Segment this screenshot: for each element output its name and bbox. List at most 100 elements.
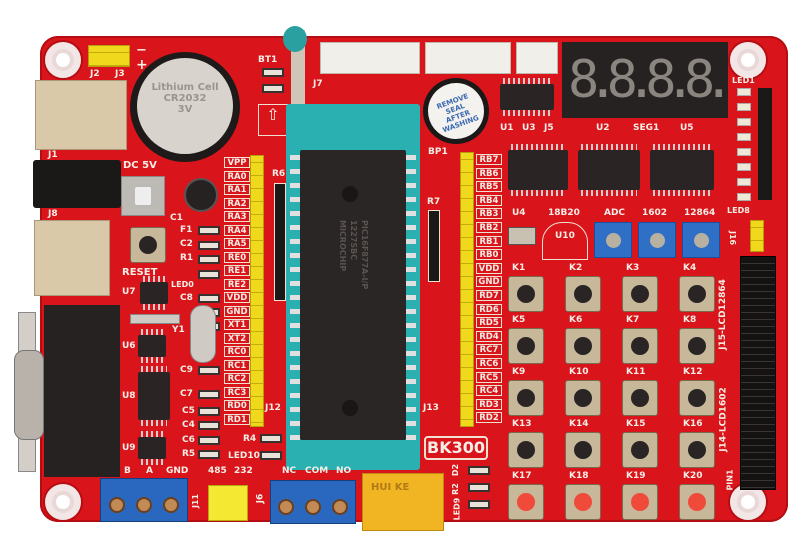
power-header-j2-j3[interactable] — [88, 45, 130, 67]
reset-button[interactable] — [130, 227, 166, 263]
potentiometer-adc[interactable] — [594, 222, 632, 258]
db9-serial-connector[interactable] — [14, 350, 44, 440]
key-label-k1: K1 — [512, 263, 526, 273]
key-k10-button[interactable] — [565, 380, 601, 416]
pin-label-gnd: GND — [476, 276, 502, 288]
zif-lever-knob[interactable] — [283, 26, 307, 52]
potentiometer-1602[interactable] — [638, 222, 676, 258]
label-u6: U6 — [122, 341, 136, 351]
jumper-j16[interactable] — [750, 220, 764, 252]
key-k1-button[interactable] — [508, 276, 544, 312]
smd-component — [262, 84, 284, 93]
label-led9: LED9 — [452, 497, 462, 521]
battery-brand: Lithium Cell — [151, 82, 219, 93]
relay-label: HUI KE — [371, 482, 410, 493]
smd-component — [198, 270, 220, 279]
rs485-terminal-block[interactable] — [100, 478, 188, 522]
connector-j7[interactable] — [320, 42, 420, 74]
lcd-header[interactable] — [740, 256, 776, 490]
relay-terminal-block[interactable] — [270, 480, 356, 524]
label-j8: J8 — [48, 209, 58, 219]
pin-label-xt2: XT2 — [224, 332, 250, 344]
potentiometer-12864[interactable] — [682, 222, 720, 258]
chip-part-number: PIC16F877A-I/P — [360, 220, 369, 290]
label-f1: F1 — [180, 225, 193, 235]
connector-white-3[interactable] — [516, 42, 558, 74]
board-model-label: BK300 — [424, 436, 488, 460]
label-j7: J7 — [313, 79, 323, 89]
key-k12-button[interactable] — [679, 380, 715, 416]
power-switch[interactable] — [121, 176, 165, 216]
key-label-k2: K2 — [569, 263, 583, 273]
key-k11-button[interactable] — [622, 380, 658, 416]
label-r6: R6 — [272, 169, 286, 179]
key-k3-button[interactable] — [622, 276, 658, 312]
rs485-rs232-jumper[interactable] — [208, 485, 248, 521]
key-k14-button[interactable] — [565, 432, 601, 468]
label-com: COM — [305, 466, 329, 476]
key-k6-button[interactable] — [565, 328, 601, 364]
key-k5-button[interactable] — [508, 328, 544, 364]
chip-maker: MICROCHIP — [338, 220, 347, 272]
pin-label-rc6: RC6 — [476, 358, 502, 369]
orientation-arrow-icon: ⇧ — [258, 104, 288, 136]
key-label-k5: K5 — [512, 315, 526, 325]
pin-label-rb2: RB2 — [476, 222, 502, 233]
label-j6: J6 — [255, 493, 266, 504]
header-j12[interactable] — [250, 155, 264, 427]
smd-component — [198, 366, 220, 375]
label-bt1: BT1 — [258, 55, 278, 65]
resistor-network-r7 — [428, 210, 440, 282]
key-k19-button[interactable] — [622, 484, 658, 520]
connector-white-2[interactable] — [425, 42, 511, 74]
key-k13-button[interactable] — [508, 432, 544, 468]
label-adc: ADC — [604, 208, 626, 218]
smd-component — [262, 68, 284, 77]
usb-connector-j1[interactable] — [35, 80, 127, 150]
pin-label-rd3: RD3 — [476, 398, 502, 410]
key-k16-button[interactable] — [679, 432, 715, 468]
ic-u4 — [508, 144, 568, 196]
label-j12: J12 — [265, 403, 281, 413]
label-j13: J13 — [423, 403, 439, 413]
key-label-k20: K20 — [683, 471, 703, 481]
label-no: NO — [336, 466, 352, 476]
label-1602: 1602 — [642, 208, 668, 218]
key-k7-button[interactable] — [622, 328, 658, 364]
pin-label-ra0: RA0 — [224, 170, 250, 182]
led-indicator — [737, 178, 751, 186]
key-label-k6: K6 — [569, 315, 583, 325]
ic-u7 — [140, 276, 168, 310]
pin-label-ra3: RA3 — [224, 211, 250, 222]
key-k18-button[interactable] — [565, 484, 601, 520]
pin-label-ra5: RA5 — [224, 238, 250, 249]
label-r7: R7 — [427, 197, 441, 207]
header-j13[interactable] — [460, 152, 474, 427]
sensor-socket-u10[interactable] — [542, 222, 588, 260]
label-u1: U1 — [500, 123, 514, 133]
key-label-k13: K13 — [512, 419, 532, 429]
label-c2: C2 — [180, 239, 193, 249]
key-k20-button[interactable] — [679, 484, 715, 520]
key-k8-button[interactable] — [679, 328, 715, 364]
led-indicator — [737, 193, 751, 201]
seven-segment-display: 8.8.8.8. — [562, 42, 734, 118]
label-r5: R5 — [182, 449, 196, 459]
socket-pins-left — [290, 155, 300, 440]
smd-component — [198, 421, 220, 430]
label-d2: D2 — [451, 463, 461, 477]
key-k9-button[interactable] — [508, 380, 544, 416]
label-12864: 12864 — [684, 208, 716, 218]
pin-label-gnd: GND — [224, 305, 250, 317]
key-label-k16: K16 — [683, 419, 703, 429]
key-k17-button[interactable] — [508, 484, 544, 520]
key-k4-button[interactable] — [679, 276, 715, 312]
pin-label-rb3: RB3 — [476, 208, 502, 220]
pin-label-rd4: RD4 — [476, 330, 502, 342]
led-10 — [260, 451, 282, 460]
usb-connector-j8[interactable] — [34, 220, 110, 296]
key-k15-button[interactable] — [622, 432, 658, 468]
resistor-r2 — [468, 483, 490, 492]
dc-power-jack[interactable] — [33, 160, 121, 208]
key-k2-button[interactable] — [565, 276, 601, 312]
